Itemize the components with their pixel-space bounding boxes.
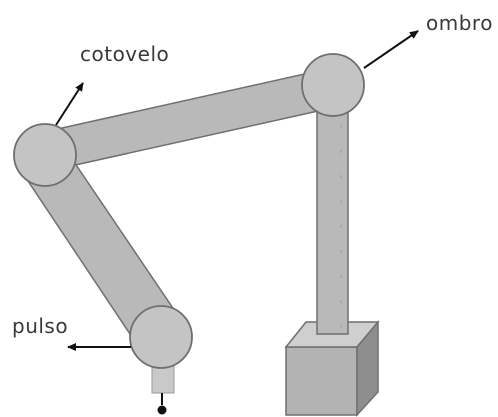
elbow-joint — [13, 123, 77, 187]
vertical-column-link — [316, 89, 349, 335]
wrist-label: pulso — [12, 314, 69, 338]
robot-base — [284, 319, 380, 417]
shoulder-label: ombro — [426, 11, 493, 35]
upper-arm-link — [43, 68, 337, 171]
shoulder-joint — [301, 53, 365, 117]
base-front-face — [285, 346, 358, 416]
tool-tip-point — [157, 405, 167, 415]
shoulder-arrow — [363, 30, 419, 69]
end-effector — [151, 364, 175, 394]
wrist-joint — [129, 305, 193, 369]
elbow-arrow — [55, 82, 84, 126]
base-side-face — [356, 319, 379, 417]
elbow-label: cotovelo — [80, 42, 170, 66]
